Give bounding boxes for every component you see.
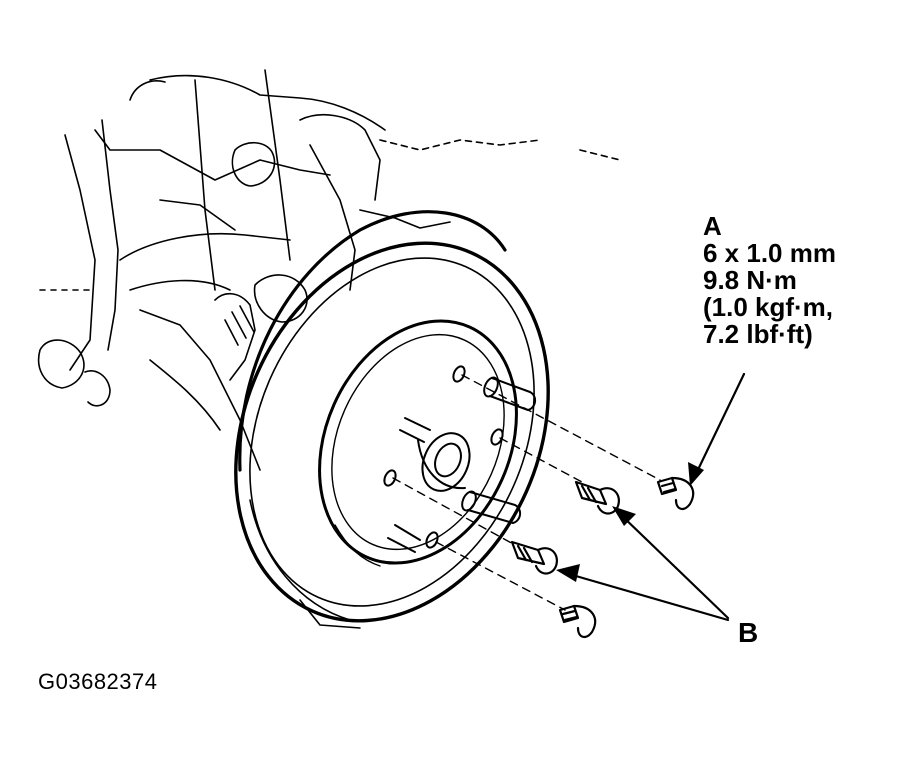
suspension-background: [37, 69, 621, 629]
callout-a-size: 6 x 1.0 mm: [703, 238, 836, 268]
arrowhead-b-upper: [612, 506, 636, 526]
arrowheads: [556, 462, 704, 582]
callout-a-torque-lbf: 7.2 lbf·ft): [703, 319, 813, 349]
callout-a-torque-nm: 9.8 N·m: [703, 265, 797, 295]
hub-center-bore: [417, 432, 471, 492]
callout-b-letter: B: [738, 617, 759, 648]
callout-a: A 6 x 1.0 mm 9.8 N·m (1.0 kgf·m, 7.2 lbf…: [703, 213, 836, 348]
brake-disc-rotor: [234, 210, 550, 623]
bolt-b-upper: [574, 480, 620, 515]
alignment-lines: [392, 374, 661, 611]
screw-a-lower: [558, 604, 597, 638]
callout-a-torque-kgf: (1.0 kgf·m,: [703, 292, 834, 322]
arrowhead-b-lower: [556, 564, 580, 582]
arrowhead-a: [688, 462, 704, 486]
leader-lines: [560, 372, 746, 622]
figure-id: G03682374: [38, 669, 158, 694]
screw-a-upper: [656, 476, 695, 510]
disc-holes: [383, 365, 504, 549]
bolt-b-lower: [510, 540, 558, 575]
callout-a-letter: A: [703, 211, 722, 241]
